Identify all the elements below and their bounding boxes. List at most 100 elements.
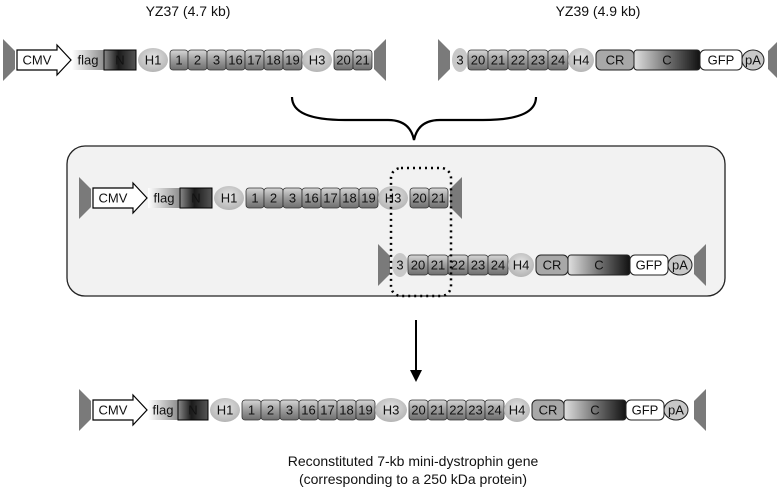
exon-label: 21 [431,258,445,273]
exon-label: 2 [267,403,274,418]
cr-domain-label: CR [543,258,562,273]
hinge-label: H1 [217,403,234,418]
exon-label: 20 [411,258,425,273]
flag-tag [148,400,178,420]
exon-label: 16 [301,403,315,418]
exon-label: 21 [431,191,445,206]
polya-signal [667,254,693,276]
merge-brace [290,96,538,141]
exon-label: 24 [487,403,501,418]
exon-label: 2 [194,53,201,68]
c-domain-label: C [594,258,603,273]
hinge [378,186,408,210]
cmv-promoter [92,181,148,215]
hinge-label: H3 [385,191,402,206]
exon-label: 21 [491,53,505,68]
hinge [302,48,332,72]
cmv-label: CMV [99,403,128,418]
exon-label: 3 [213,53,220,68]
hinge [504,398,530,422]
cmv-label: CMV [23,53,52,68]
exon-label: 18 [339,403,353,418]
gfp-label: GFP [632,403,659,418]
hinge-label: H3 [309,53,326,68]
cmv-label: CMV [99,191,128,206]
hinge [138,48,168,72]
exon-label: 18 [266,53,280,68]
exon-label: 3 [286,403,293,418]
exon-block [428,187,449,209]
n-domain-label: N [188,403,197,418]
caption-line-1: Reconstituted 7-kb mini-dystrophin gene [288,453,539,469]
flag-label: flag [78,53,99,68]
hinge-label: H1 [221,191,238,206]
n-domain-label: N [115,53,124,68]
exon-label: 23 [531,53,545,68]
itr-right-icon [374,39,386,81]
exon-label: 16 [228,53,242,68]
cmv-promoter [16,43,72,77]
hinge-label: H4 [573,53,590,68]
gfp-label: GFP [636,258,663,273]
itr-left-icon [79,177,91,219]
exon-label: 23 [471,258,485,273]
n-domain [179,187,213,209]
label-yz37: YZ37 (4.7 kb) [146,3,231,19]
hinge-label: H3 [383,403,400,418]
n-domain [177,399,209,421]
cmv-promoter [92,393,148,427]
arrow-head [410,370,422,382]
n-domain [103,49,137,71]
itr-right-icon [768,42,777,78]
itr-left-icon [378,244,390,286]
overlap-highlight [389,166,453,298]
exon-label: 17 [323,191,337,206]
exon-label: 22 [449,403,463,418]
exon-label: 22 [451,258,465,273]
exon-block [352,49,373,71]
c-domain-label: C [662,53,671,68]
cr-domain-label: CR [539,403,558,418]
hinge-label: H4 [513,258,530,273]
exon-label: 17 [320,403,334,418]
flag-label: flag [154,191,175,206]
caption-line-2: (corresponding to a 250 kDa protein) [299,471,527,487]
polya-label: pA [672,258,688,273]
polya-label: pA [668,403,684,418]
exon-label: 1 [251,191,258,206]
exon-label: 1 [175,53,182,68]
exon-label: 20 [336,53,350,68]
partial-hinge-label: 3 [456,53,463,68]
hinge [568,48,594,72]
polya-signal [741,49,765,71]
itr-left-icon [438,39,450,81]
hinge [214,186,244,210]
exon-label: 16 [304,191,318,206]
exon-label: 19 [358,403,372,418]
exon-label: 19 [285,53,299,68]
itr-right-icon [450,177,462,219]
exon-label: 24 [491,258,505,273]
hinge [210,398,240,422]
exon-label: 19 [361,191,375,206]
exon-label: 2 [270,191,277,206]
label-yz39: YZ39 (4.9 kb) [556,3,641,19]
exon-label: 18 [342,191,356,206]
itr-left-icon [79,389,91,431]
exon-label: 1 [248,403,255,418]
gfp-label: GFP [708,53,735,68]
exon-label: 3 [289,191,296,206]
hinge [508,253,534,277]
flag-label: flag [153,403,174,418]
polya-signal [663,399,689,421]
exon-label: 21 [355,53,369,68]
exon-label: 21 [430,403,444,418]
polya-label: pA [745,53,761,68]
hinge [375,398,407,422]
exon-label: 17 [247,53,261,68]
